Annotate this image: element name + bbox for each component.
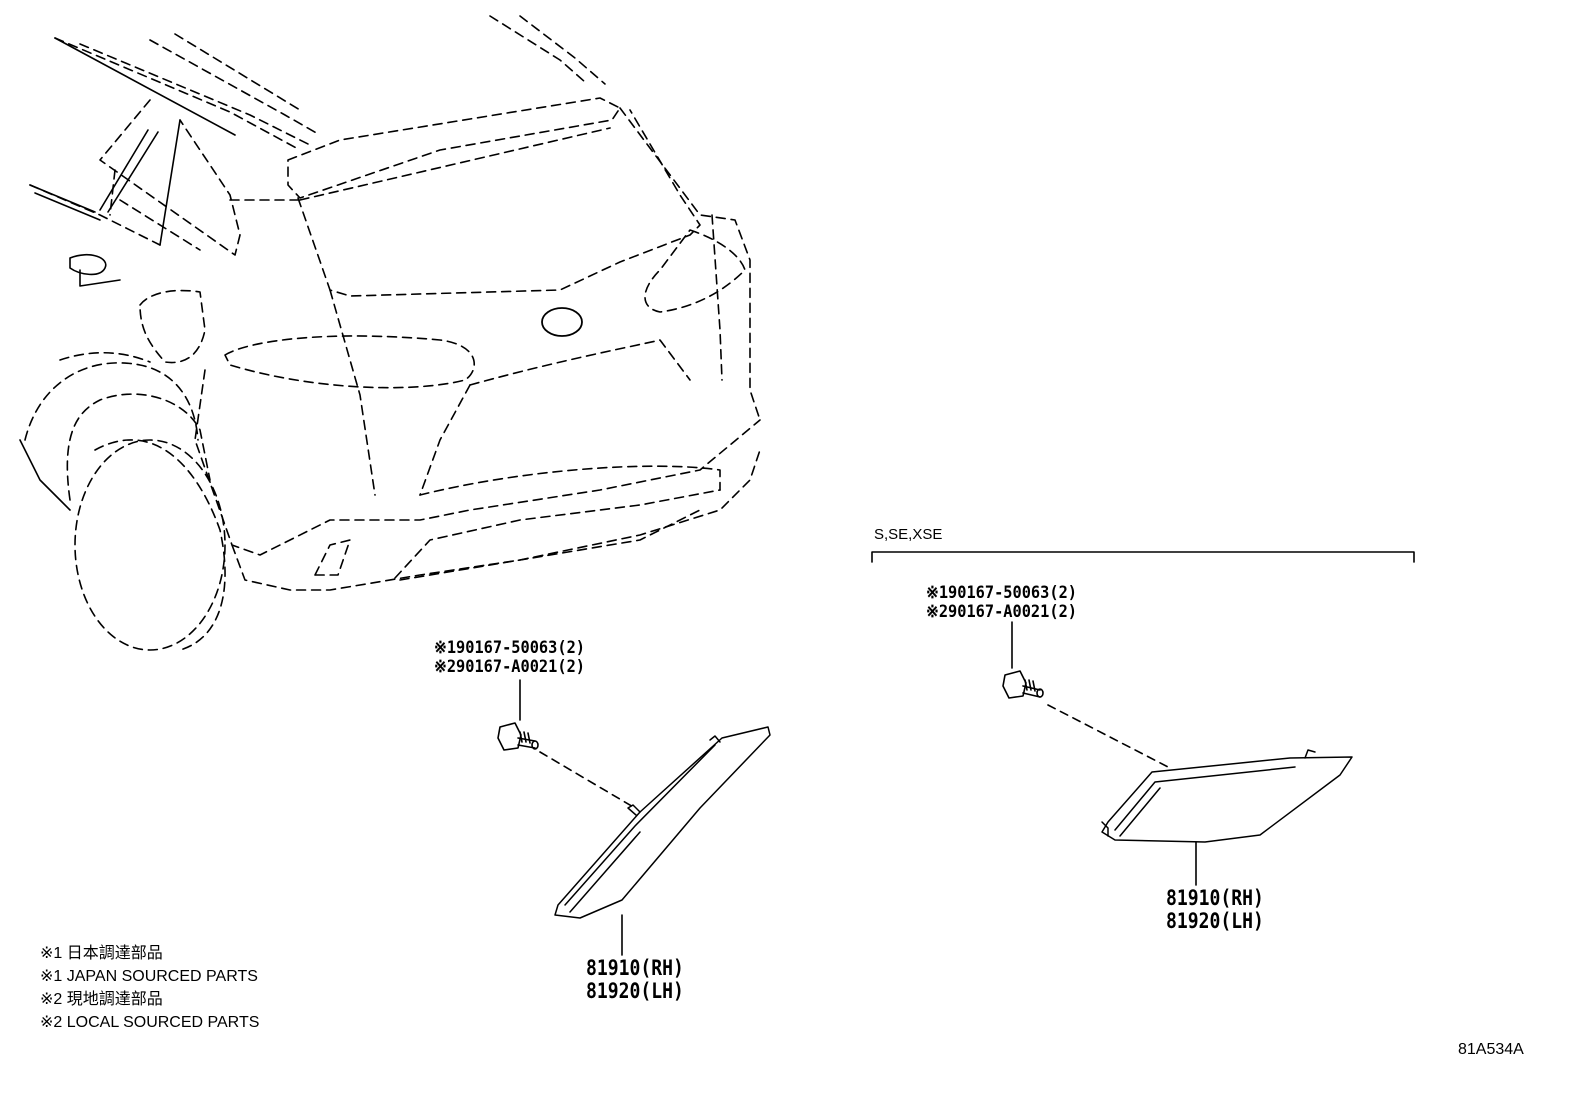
right-leader-dashed (1047, 704, 1171, 769)
legend-line-1: ※1 日本調達部品 (40, 945, 163, 962)
variant-label: S,SE,XSE (874, 526, 943, 543)
right-side-marker-lamp (1101, 749, 1353, 843)
vehicle-solid-details (19, 37, 583, 511)
vehicle-outline (24, 15, 761, 651)
right-part-rh: 81910(RH) (1166, 886, 1264, 910)
left-leader-dashed (539, 751, 636, 809)
left-side-marker-lamp (554, 726, 771, 919)
left-fastener-2: ※290167-A0021(2) (434, 657, 586, 677)
right-part-lh: 81920(LH) (1166, 909, 1264, 933)
left-bolt (497, 722, 539, 751)
left-part-lh: 81920(LH) (586, 979, 684, 1003)
right-fastener-1: ※190167-50063(2) (926, 583, 1078, 603)
right-bolt (1002, 670, 1044, 699)
legend-line-3: ※2 現地調達部品 (40, 991, 163, 1008)
legend-line-2: ※1 JAPAN SOURCED PARTS (40, 968, 258, 985)
left-part-rh: 81910(RH) (586, 956, 684, 980)
right-fastener-2: ※290167-A0021(2) (926, 602, 1078, 622)
variant-bracket (871, 551, 1415, 563)
left-fastener-1: ※190167-50063(2) (434, 638, 586, 658)
illustration-code: 81A534A (1458, 1041, 1524, 1058)
legend-line-4: ※2 LOCAL SOURCED PARTS (40, 1014, 260, 1031)
